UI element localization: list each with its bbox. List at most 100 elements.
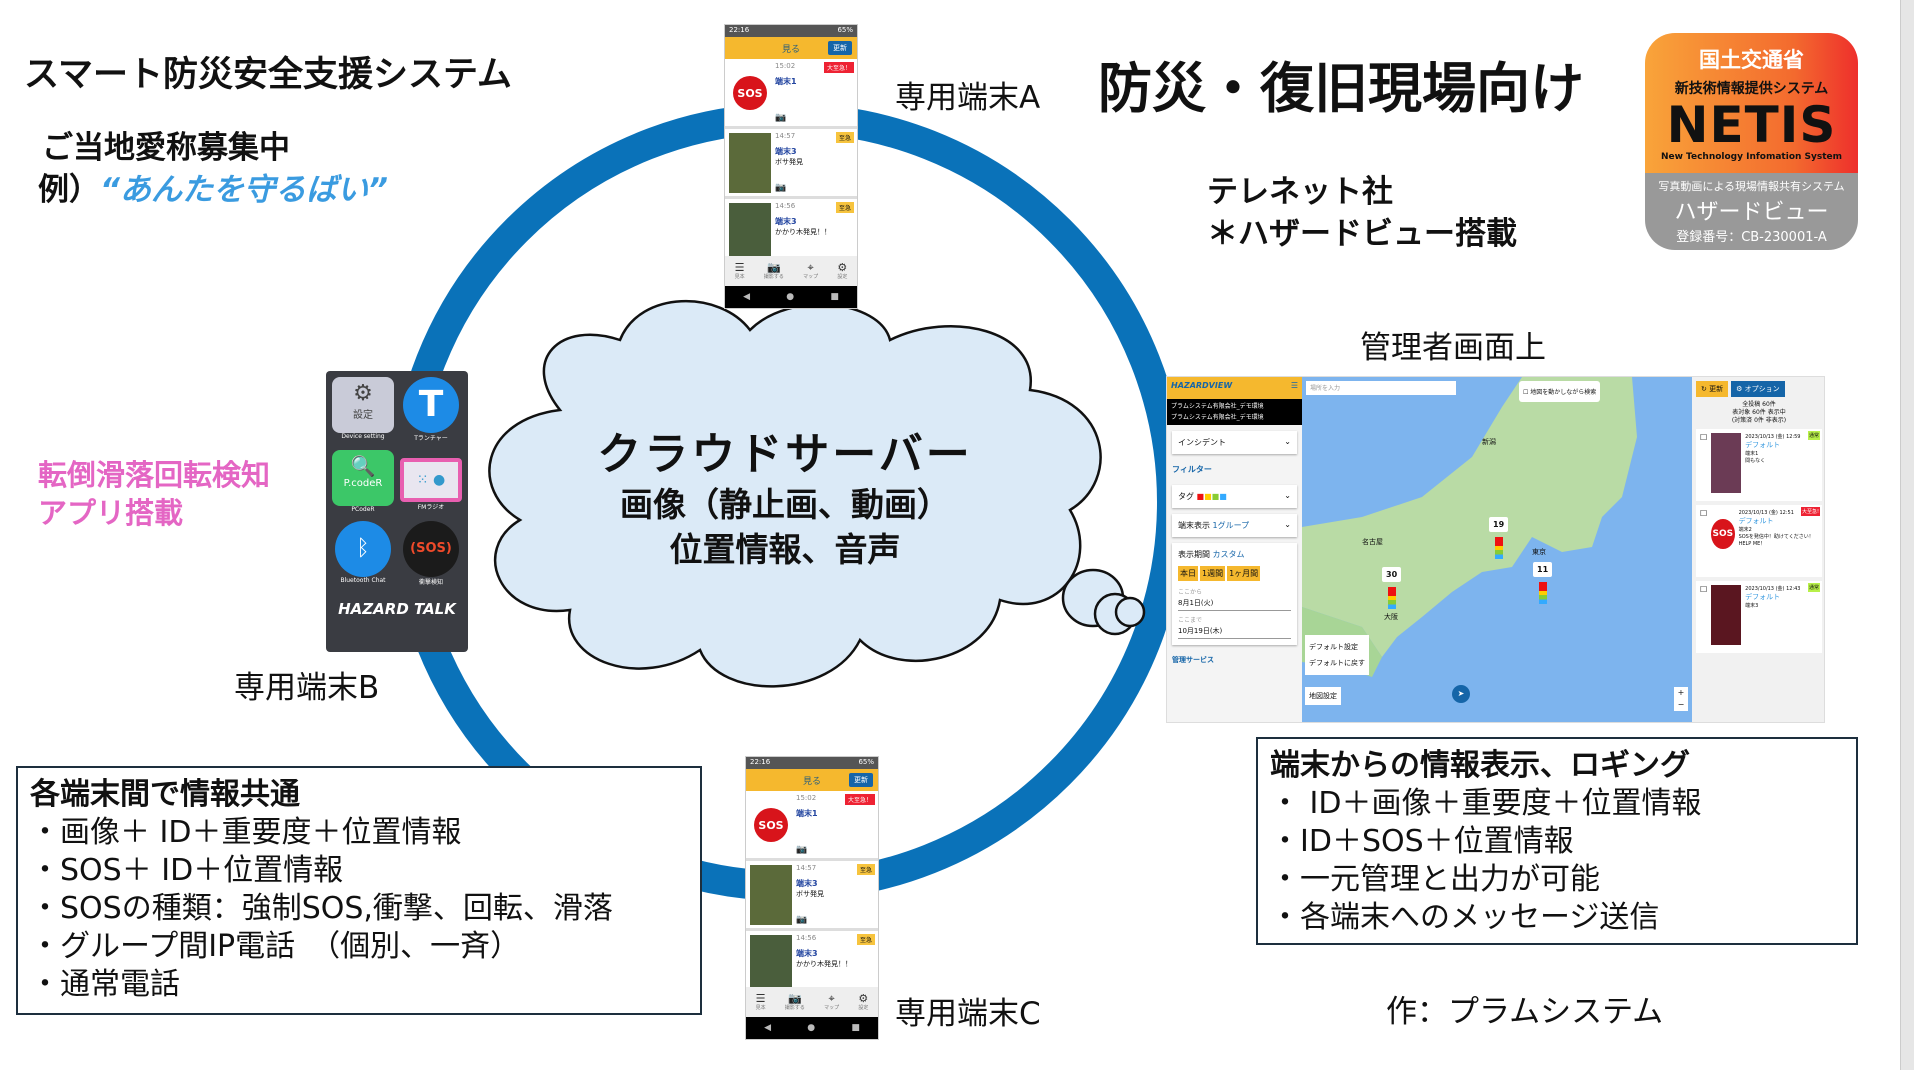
app-label: Device setting	[341, 433, 385, 440]
item-msg: かかり木発見！！	[775, 228, 831, 236]
value: カスタム	[1212, 550, 1245, 559]
label: 端末表示	[1178, 521, 1210, 530]
vendor-name: テレネット社	[1207, 174, 1393, 210]
map-icon: ⌖	[828, 992, 835, 1005]
user: 端末3	[1745, 603, 1759, 609]
options-button[interactable]: ⚙ オプション	[1731, 381, 1785, 397]
map-settings-button[interactable]: 地図設定	[1305, 687, 1341, 705]
nav-label: 設定	[837, 274, 848, 280]
nav-capture[interactable]: 📷撮影する	[764, 262, 784, 280]
tag-dropdown[interactable]: タグ ■■■■⌄	[1172, 485, 1297, 508]
app-label: 衝撃検知	[418, 579, 443, 586]
week-button[interactable]: 1週間	[1200, 566, 1226, 581]
default-reset-button[interactable]: デフォルトに戻す	[1309, 659, 1365, 667]
nickname-example: “あんたを守るばい”	[100, 172, 388, 208]
city-label: 新潟	[1482, 438, 1496, 446]
sos-icon: SOS	[1711, 519, 1735, 549]
shared-info-box: 各端末間で情報共通 ・画像＋ ID＋重要度＋位置情報 ・SOS＋ ID＋位置情報…	[16, 766, 702, 1015]
back-icon[interactable]: ◀	[764, 1023, 772, 1033]
user: 端末1	[1745, 451, 1759, 457]
item-name: 端末3	[775, 217, 797, 226]
summary: (対策済 0件 非表示)	[1731, 417, 1787, 424]
group: デフォルト	[1745, 593, 1781, 601]
msg: SOSを発信中！助けてください！HELP ME！	[1738, 534, 1814, 547]
from-date-input[interactable]: 8月1日(火)	[1178, 596, 1291, 611]
menu-icon[interactable]: ☰	[1290, 381, 1298, 390]
shared-item: ・グループ間IP電話 （個別、一斉）	[30, 929, 521, 964]
location-search-input[interactable]: 場所を入力	[1306, 381, 1456, 395]
terminal-a-label: 専用端末A	[895, 80, 1041, 116]
netis-logo: NETIS	[1666, 96, 1837, 154]
gear-icon: ⚙設定	[332, 377, 394, 433]
checkbox[interactable]: ☐	[1700, 509, 1708, 518]
priority-badge: 大至急！	[844, 794, 875, 805]
app-impact-detection[interactable]: (SOS)衝撃検知	[400, 521, 462, 586]
recent-icon[interactable]: ■	[830, 292, 839, 302]
magnifier-icon: 🔍P.codeR	[332, 450, 394, 506]
nav-settings[interactable]: ⚙設定	[837, 262, 847, 280]
refresh-button[interactable]: 更新	[828, 41, 852, 55]
phone-header: 見る	[802, 776, 821, 787]
checkbox[interactable]: ☐	[1700, 433, 1708, 442]
camera-icon: 📷	[767, 261, 781, 274]
nav-capture[interactable]: 📷撮影する	[785, 993, 805, 1011]
incident-dropdown[interactable]: インシデント⌄	[1172, 431, 1297, 454]
locate-icon[interactable]: ➤	[1452, 685, 1470, 703]
badge: 通常	[1807, 583, 1820, 592]
map-marker[interactable]: 30	[1382, 567, 1402, 582]
nav-label: 撮影する	[763, 274, 784, 280]
month-button[interactable]: 1ヶ月間	[1227, 566, 1261, 581]
admin-item: ・一元管理と出力が可能	[1270, 862, 1600, 897]
netis-badge: 国土交通省 新技術情報提供システム NETIS New Technology I…	[1645, 33, 1858, 250]
nav-settings[interactable]: ⚙設定	[858, 993, 868, 1011]
nav-map[interactable]: ⌖マップ	[824, 993, 839, 1011]
hv-org: プラムシステム有限会社_デモ環境	[1171, 403, 1264, 410]
checkbox[interactable]: ☐	[1700, 585, 1708, 594]
to-date-input[interactable]: 10月19日(木)	[1178, 624, 1291, 639]
update-button[interactable]: ↻ 更新	[1696, 381, 1729, 397]
app-t-launcher[interactable]: T Tランチャー	[400, 377, 462, 442]
zoom-controls[interactable]: +−	[1674, 687, 1688, 711]
hazardview-screen: HAZARDVIEW☰ プラムシステム有限会社_デモ環境プラムシステム有限会社_…	[1166, 376, 1825, 723]
back-icon[interactable]: ◀	[743, 292, 751, 302]
terminal-dropdown[interactable]: 端末表示 1グループ⌄	[1172, 514, 1297, 537]
refresh-button[interactable]: 更新	[849, 773, 873, 787]
map-marker[interactable]: 11	[1533, 562, 1553, 577]
shared-item: ・画像＋ ID＋重要度＋位置情報	[30, 815, 462, 850]
nav-list[interactable]: ☰見本	[756, 993, 766, 1011]
app-label: Tランチャー	[414, 435, 448, 442]
placeholder: 場所を入力	[1310, 385, 1341, 392]
admin-service-link[interactable]: 管理サービス	[1172, 656, 1214, 664]
value: 1グループ	[1212, 521, 1250, 530]
item-time: 14:56	[796, 934, 817, 942]
label: 更新	[1709, 385, 1724, 393]
sos-icon: SOS	[754, 808, 788, 842]
map-marker[interactable]: 19	[1489, 517, 1509, 532]
app-fm-radio[interactable]: ⁙ ●FMラジオ	[400, 450, 462, 513]
t-launcher-icon: T	[403, 377, 459, 433]
recent-icon[interactable]: ■	[851, 1023, 860, 1033]
move-search-checkbox[interactable]: ☐ 地図を動かしながら検索	[1519, 381, 1601, 402]
admin-item: ・ID＋SOS＋位置情報	[1270, 824, 1574, 859]
label: タグ	[1178, 492, 1194, 501]
nav-list[interactable]: ☰見本	[735, 262, 745, 280]
today-button[interactable]: 本日	[1178, 566, 1198, 581]
home-icon[interactable]: ●	[807, 1023, 816, 1033]
item-time: 15:02	[775, 62, 796, 70]
nav-map[interactable]: ⌖マップ	[803, 262, 818, 280]
home-icon[interactable]: ●	[786, 292, 795, 302]
map[interactable]: 場所を入力 ☐ 地図を動かしながら検索 30 19 11 名古屋 大阪 東京 新…	[1302, 377, 1692, 722]
default-set-button[interactable]: デフォルト設定	[1309, 643, 1358, 651]
